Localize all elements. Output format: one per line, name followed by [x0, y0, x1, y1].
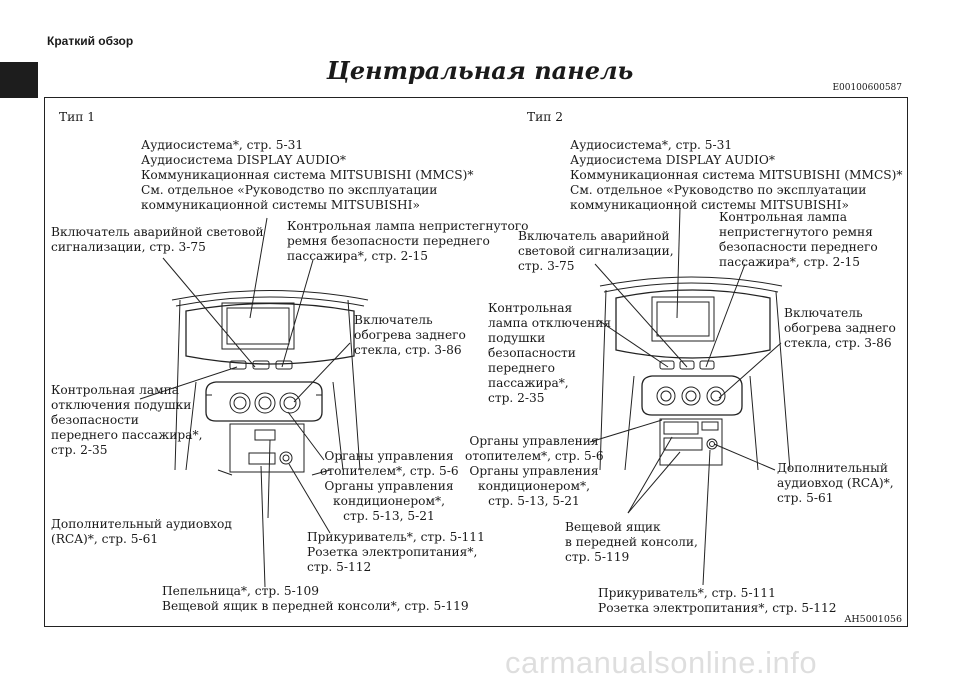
type1-heading: Тип 1 — [59, 110, 96, 124]
page-title: Центральная панель — [326, 56, 634, 85]
type1-ashtray-storage-label: Пепельница*, стр. 5-109 Вещевой ящик в п… — [162, 584, 469, 613]
document-code: E00100600587 — [832, 83, 902, 93]
type1-leader-lines — [139, 217, 351, 588]
watermark: carmanualsonline.info — [505, 645, 818, 680]
type1-airbag-lamp-label: Контрольная лампа отключения подушки без… — [51, 383, 203, 457]
type2-aux-input-label: Дополнительный аудиовход (RCA)*, стр. 5-… — [777, 461, 894, 505]
type2-airbag-lamp-label: Контрольная лампа отключения подушки без… — [488, 301, 612, 405]
type2-dashboard-illustration — [599, 276, 791, 471]
type2-audio-label: Аудиосистема*, стр. 5-31 Аудиосистема DI… — [570, 138, 903, 212]
type2-heading: Тип 2 — [527, 110, 564, 124]
type1-audio-label: Аудиосистема*, стр. 5-31 Аудиосистема DI… — [141, 138, 474, 212]
type2-climate-controls-label: Органы управления отопителем*, стр. 5-6 … — [465, 434, 604, 508]
type1-hazard-label: Включатель аварийной световой сигнализац… — [51, 225, 264, 254]
figure-code: AH5001056 — [844, 614, 902, 625]
type2-lighter-socket-label: Прикуриватель*, стр. 5-111 Розетка элект… — [598, 586, 837, 615]
type1-aux-input-label: Дополнительный аудиовход (RCA)*, стр. 5-… — [51, 517, 232, 546]
section-tab — [0, 62, 38, 98]
type2-seatbelt-lamp-label: Контрольная лампа непристегнутого ремня … — [719, 210, 878, 269]
type2-leader-lines — [589, 207, 782, 586]
type1-lighter-socket-label: Прикуриватель*, стр. 5-111 Розетка элект… — [307, 530, 485, 574]
type1-rear-defogger-label: Включатель обогрева заднего стекла, стр.… — [354, 313, 466, 357]
type1-climate-controls-label: Органы управления отопителем*, стр. 5-6 … — [320, 449, 459, 523]
type1-seatbelt-lamp-label: Контрольная лампа непристегнутого ремня … — [287, 219, 529, 263]
type2-storage-box-label: Вещевой ящик в передней консоли, стр. 5-… — [565, 520, 698, 564]
section-header: Краткий обзор — [47, 34, 134, 48]
type2-rear-defogger-label: Включатель обогрева заднего стекла, стр.… — [784, 306, 896, 350]
type2-hazard-label: Включатель аварийной световой сигнализац… — [518, 229, 674, 273]
figure-frame — [44, 97, 908, 627]
type1-dashboard-illustration — [171, 290, 369, 476]
